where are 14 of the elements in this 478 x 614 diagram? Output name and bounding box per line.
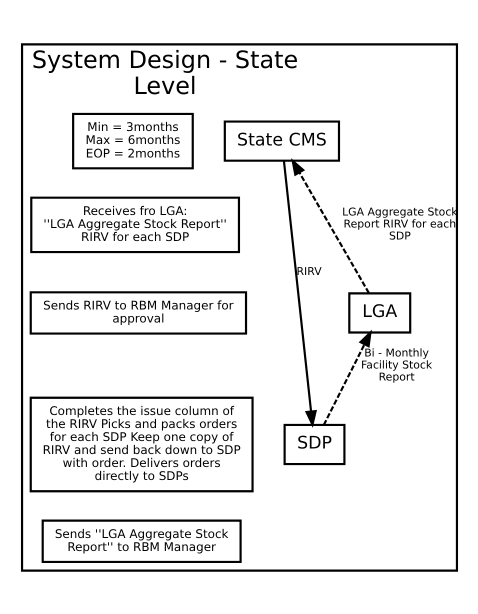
- node-box: SDP: [283, 423, 345, 465]
- edge-label: LGA Aggregate Stock Report RIRV for each SDP: [342, 205, 458, 242]
- node-box: LGA: [348, 292, 411, 334]
- arrow: [290, 158, 370, 293]
- arrow: [282, 160, 317, 428]
- node-box: Receives fro LGA: ''LGA Aggregate Stock Report'' RIRV for each SDP: [30, 196, 240, 253]
- node-box: Completes the issue column of the RIRV Picks and packs orders for each SDP Keep one copy of RIRV and send back down to SDP with order. Delivers orders directly to SDPs: [29, 396, 254, 492]
- edge-label: Bi - Monthly Facility Stock Report: [360, 346, 432, 383]
- node-box: Min = 3months Max = 6months EOP = 2months: [72, 112, 194, 169]
- node-box: Sends RIRV to RBM Manager for approval: [29, 290, 247, 334]
- node-box: State CMS: [223, 120, 340, 162]
- node-box: Sends ''LGA Aggregate Stock Report'' to RBM Manager: [41, 519, 242, 562]
- arrow: [322, 329, 372, 425]
- edge-label: RIRV: [296, 264, 322, 278]
